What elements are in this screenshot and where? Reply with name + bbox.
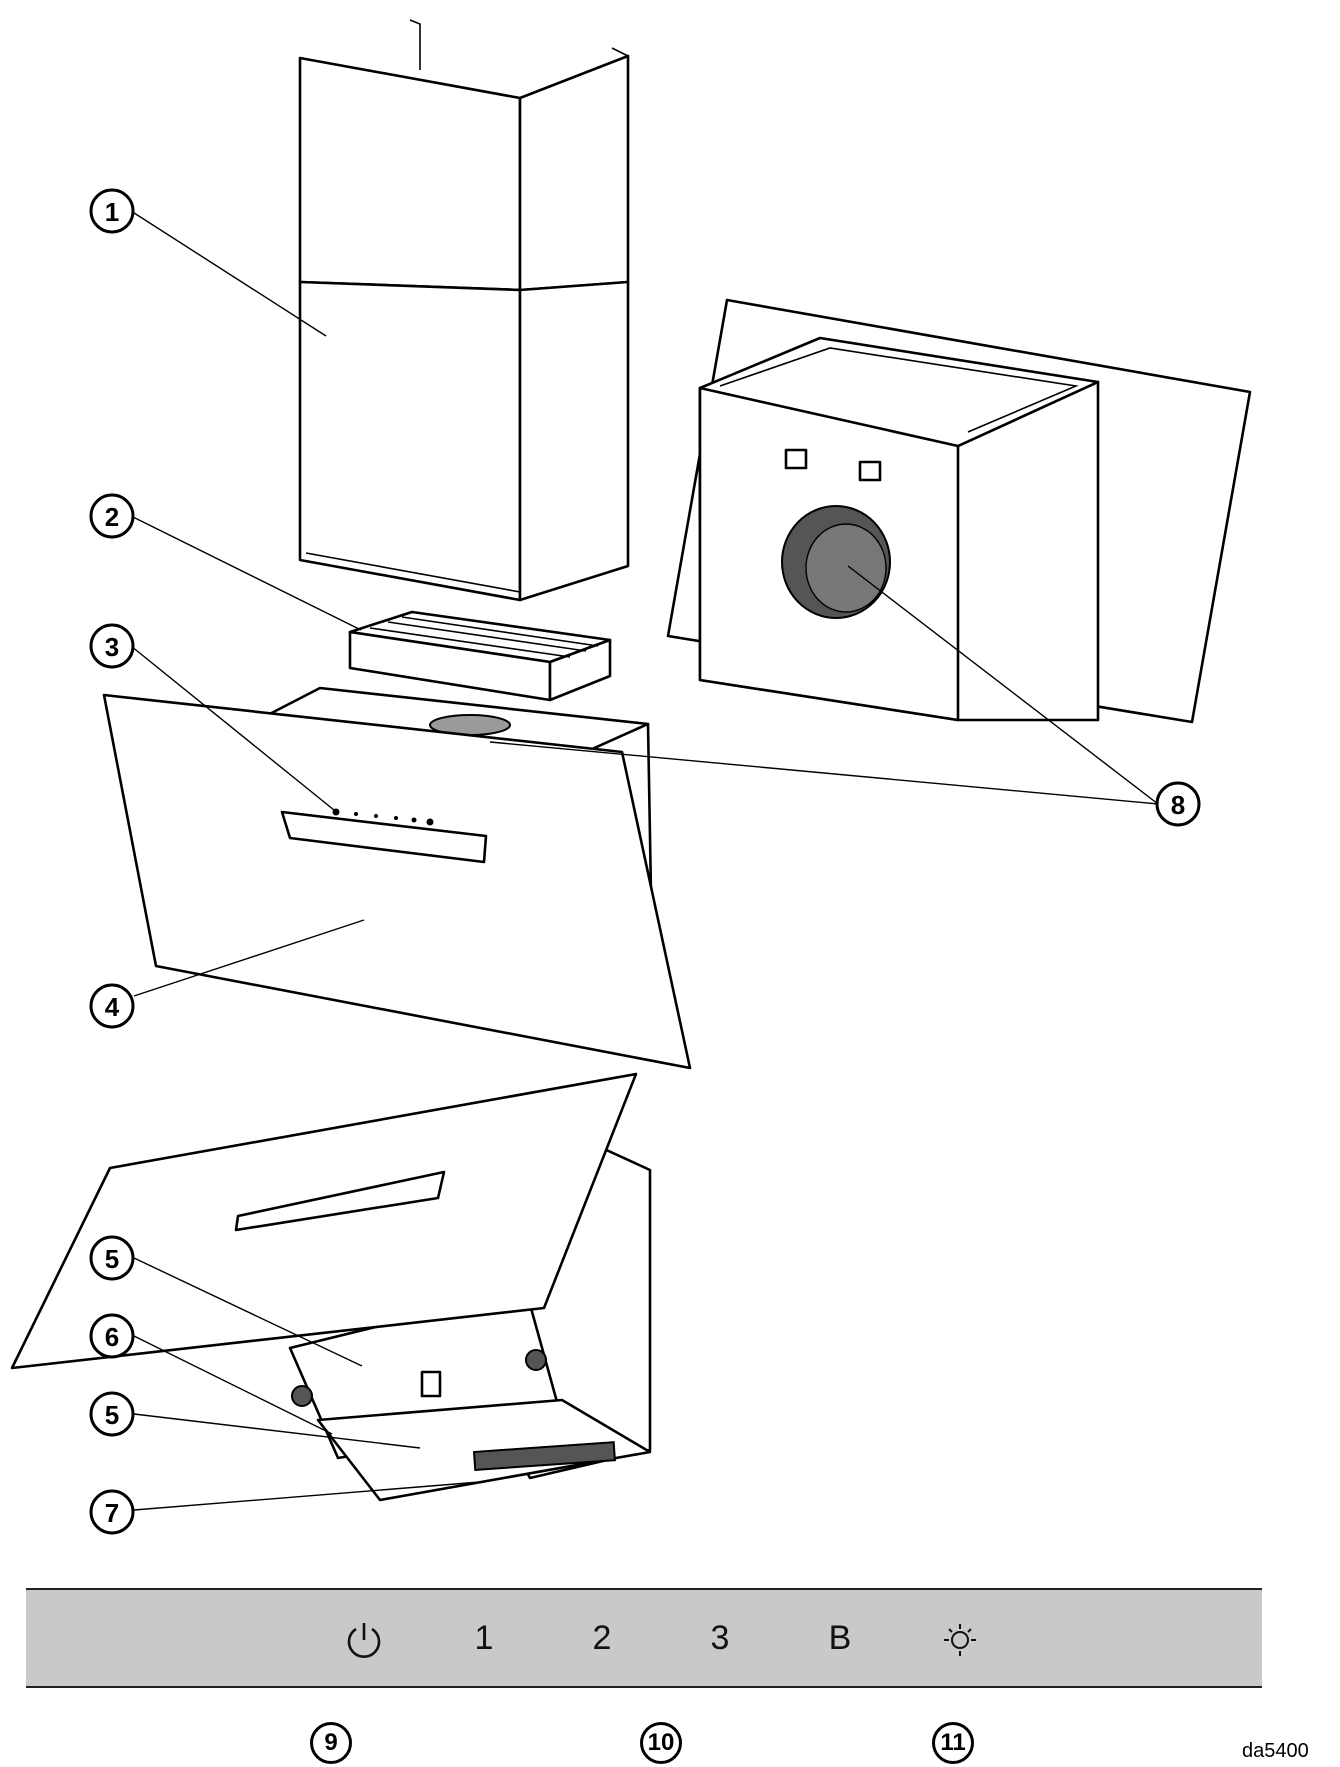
- control-panel: 1 2 3 B: [26, 1588, 1262, 1688]
- diagram-code: da5400: [1242, 1740, 1309, 1762]
- callout-9: 9: [310, 1722, 352, 1764]
- callout-2: 2: [89, 493, 135, 539]
- lower-assembly: [10, 1072, 652, 1502]
- callout-10: 10: [640, 1722, 682, 1764]
- power-icon: [347, 1623, 381, 1658]
- callout-1: 1: [89, 188, 135, 234]
- callout-6-label: 6: [105, 1322, 119, 1352]
- power-button[interactable]: [334, 1590, 394, 1686]
- callout-5-upper-label: 5: [105, 1244, 119, 1274]
- callout-8-label: 8: [1171, 790, 1185, 820]
- glass-panel: [102, 693, 692, 1070]
- boost-button[interactable]: B: [828, 1619, 852, 1657]
- callout-3: 3: [89, 623, 135, 669]
- callout-6: 6: [89, 1313, 135, 1359]
- light-button[interactable]: [930, 1590, 990, 1686]
- filter-block: [348, 610, 612, 702]
- callout-7-label: 7: [105, 1498, 119, 1528]
- callout-5-upper: 5: [89, 1235, 135, 1281]
- callout-8: 8: [1155, 781, 1201, 827]
- callout-4: 4: [89, 983, 135, 1029]
- leader-lines: [130, 210, 1159, 1511]
- callout-3-label: 3: [105, 632, 119, 662]
- speed-2-button[interactable]: 2: [592, 1619, 612, 1657]
- callout-5-lower-label: 5: [105, 1400, 119, 1430]
- callout-1-label: 1: [105, 197, 119, 227]
- light-icon: [944, 1624, 976, 1657]
- callout-7: 7: [89, 1489, 135, 1535]
- callout-11: 11: [932, 1722, 974, 1764]
- callout-4-label: 4: [105, 992, 120, 1022]
- speed-3-button[interactable]: 3: [710, 1619, 730, 1657]
- speed-1-button[interactable]: 1: [474, 1619, 494, 1657]
- indicator-dots: [332, 808, 434, 826]
- callout-2-label: 2: [105, 502, 119, 532]
- chimney-cover: [298, 19, 630, 602]
- rear-body: [666, 298, 1252, 724]
- exploded-view-diagram: 1 2 3 4 5 6 5 7 8: [10, 19, 1252, 1535]
- callout-5-lower: 5: [89, 1391, 135, 1437]
